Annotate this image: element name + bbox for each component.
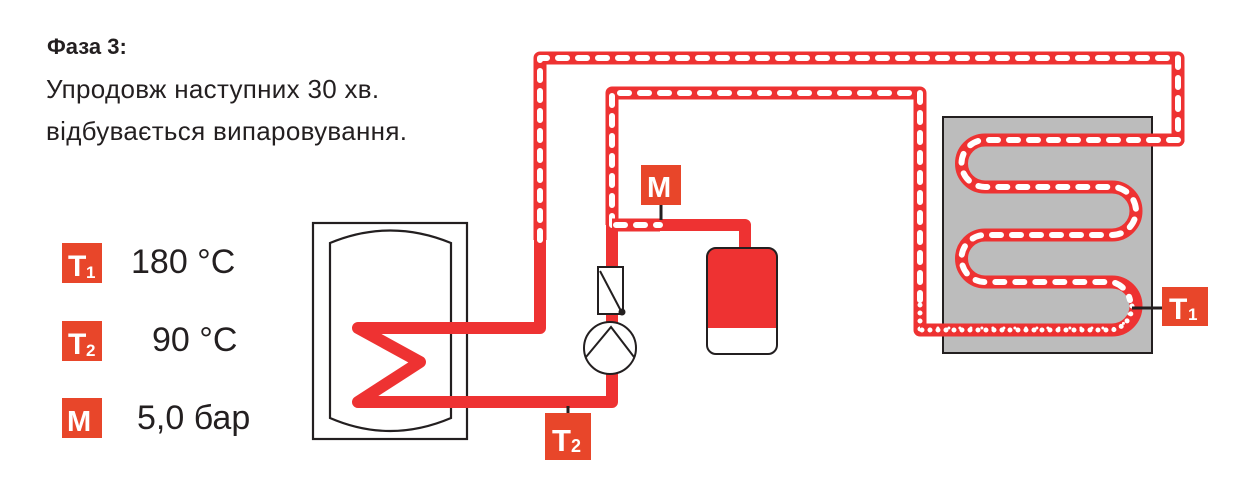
svg-text:T: T	[552, 423, 571, 458]
collector-coil	[917, 97, 1185, 337]
phase-description-line-2: відбувається випаровування.	[46, 116, 408, 146]
legend-t1-badge: T 1	[62, 243, 102, 283]
legend-t2-badge: T 2	[62, 321, 102, 361]
svg-text:T: T	[68, 250, 86, 283]
pump	[583, 321, 637, 375]
legend-m-badge: M	[62, 398, 102, 438]
svg-text:T: T	[68, 328, 86, 361]
svg-text:T: T	[1169, 293, 1187, 326]
svg-text:1: 1	[1188, 305, 1197, 324]
pressure-value: 5,0 бар	[137, 399, 251, 437]
manometer-sensor: M	[641, 165, 681, 220]
phase-description-line-1: Упродовж наступних 30 хв.	[46, 74, 380, 104]
solid-pipes	[352, 219, 751, 408]
svg-text:2: 2	[571, 436, 581, 456]
check-valve	[597, 266, 626, 316]
expansion-vessel	[706, 247, 778, 355]
t1-sensor: T 1	[1132, 287, 1208, 326]
t2-sensor: T 2	[545, 406, 591, 460]
phase-title: Фаза 3:	[47, 34, 127, 59]
t1-value: 180 °C	[131, 243, 236, 281]
svg-text:M: M	[67, 406, 91, 438]
svg-text:1: 1	[86, 263, 95, 282]
svg-text:2: 2	[86, 341, 95, 360]
svg-text:M: M	[647, 172, 671, 204]
t2-value: 90 °C	[152, 321, 238, 359]
